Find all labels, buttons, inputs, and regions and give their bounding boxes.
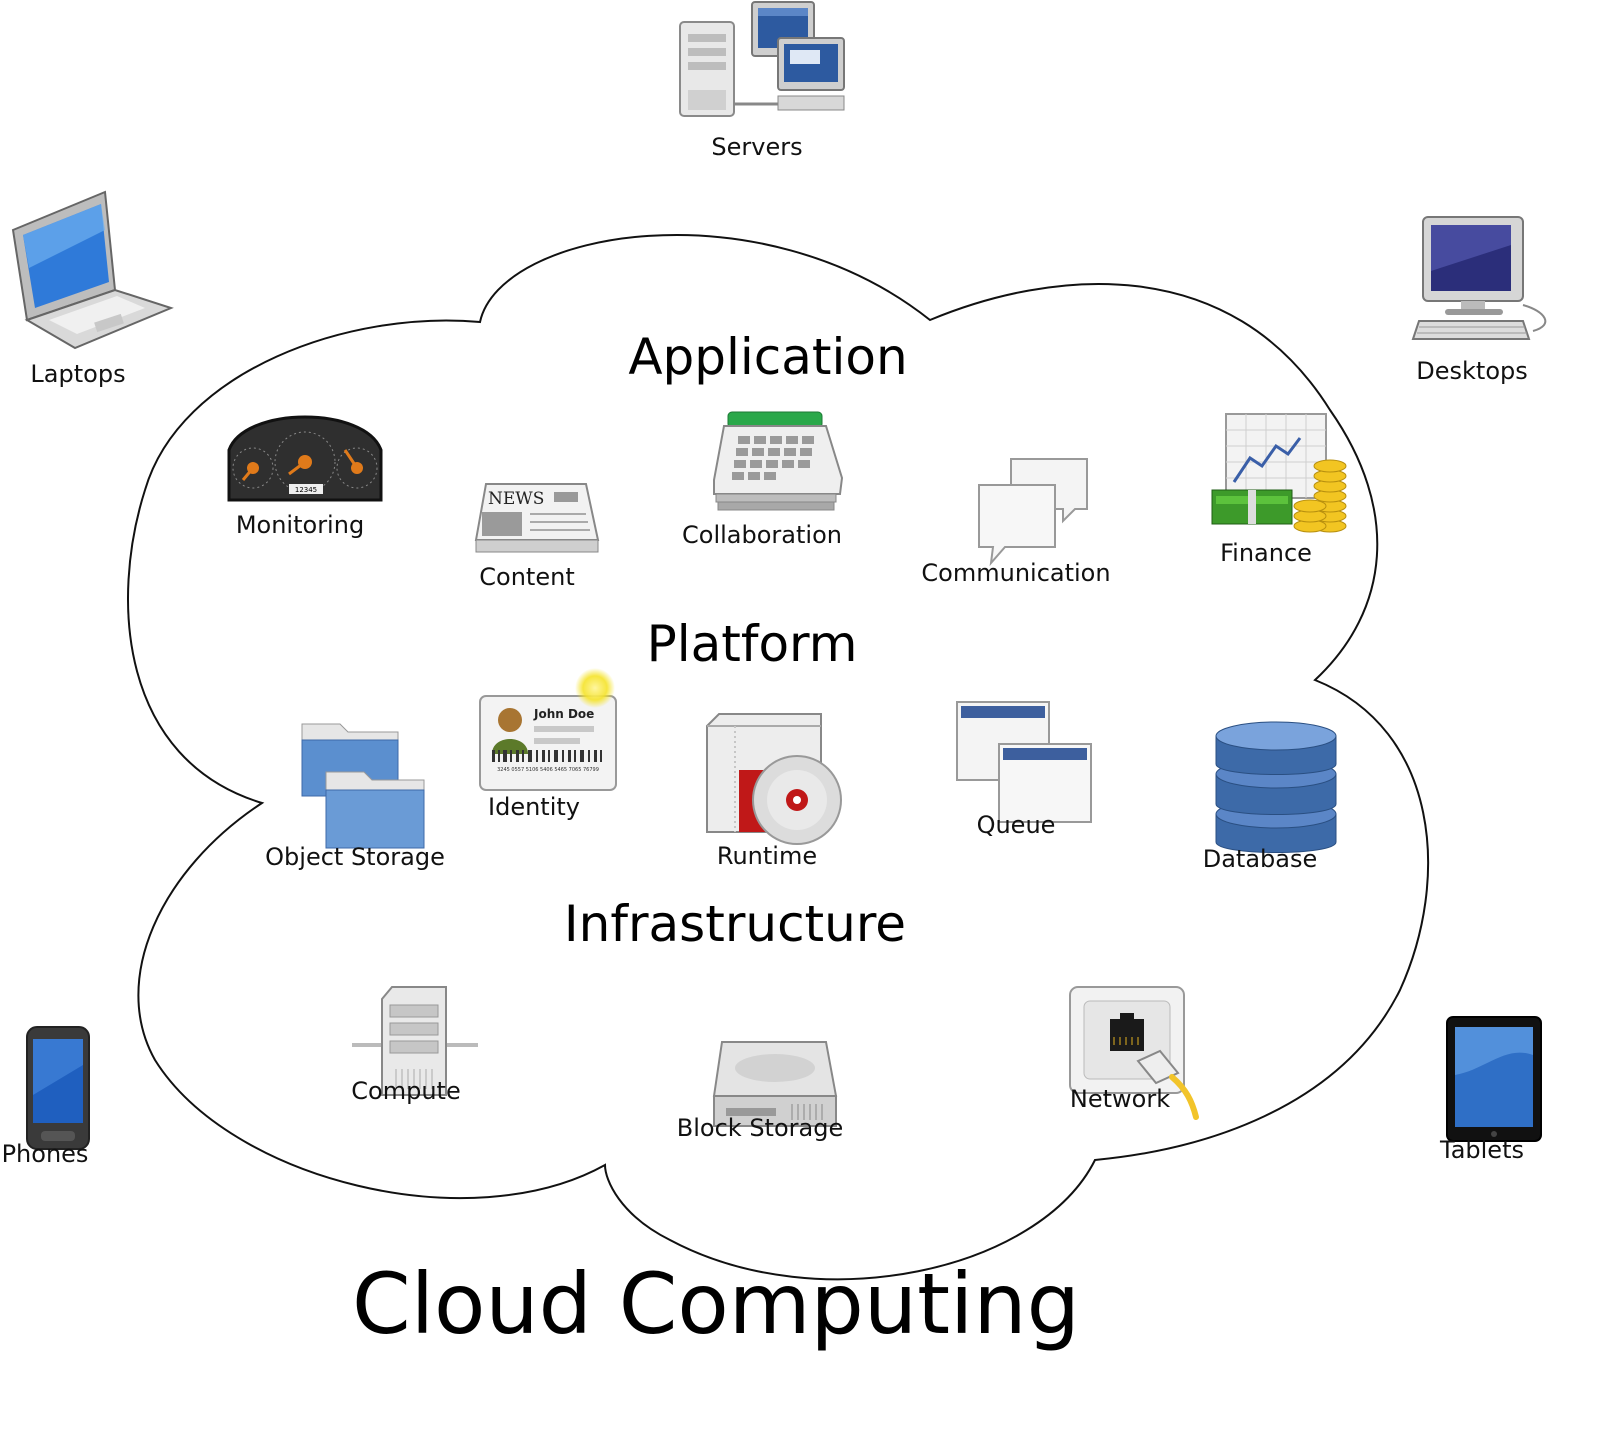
calendar-icon xyxy=(713,411,844,511)
identity-label: Identity xyxy=(488,793,580,821)
laptops-node xyxy=(5,190,175,350)
queue-node xyxy=(955,700,1095,825)
id-card-name-text: John Doe xyxy=(533,707,594,721)
monitoring-node: 12345 xyxy=(225,410,385,506)
content-node: NEWS xyxy=(474,480,604,560)
tablets-node xyxy=(1445,1015,1545,1145)
servers-node xyxy=(678,0,848,120)
hard-drive-icon xyxy=(712,1041,838,1127)
phones-node xyxy=(25,1025,95,1155)
server-network-icon xyxy=(679,1,845,117)
folders-icon xyxy=(301,723,425,849)
laptop-icon xyxy=(11,190,174,350)
news-masthead-text: NEWS xyxy=(488,489,544,509)
network-node xyxy=(1068,985,1208,1125)
id-card-icon: John Doe 3245 0557 5106 5406 5465 7065 7… xyxy=(479,668,617,791)
laptops-label: Laptops xyxy=(30,360,126,388)
newspaper-icon: NEWS xyxy=(474,483,600,553)
money-chart-icon xyxy=(1211,413,1347,533)
finance-label: Finance xyxy=(1220,539,1312,567)
chat-bubbles-icon xyxy=(978,458,1088,567)
diagram-title: Cloud Computing xyxy=(352,1255,1080,1353)
compute-label: Compute xyxy=(351,1077,461,1105)
infrastructure-layer-heading: Infrastructure xyxy=(563,895,907,953)
collaboration-label: Collaboration xyxy=(682,521,842,549)
tablets-label: Tablets xyxy=(1440,1136,1524,1164)
servers-label: Servers xyxy=(711,133,803,161)
desktop-computer-icon xyxy=(1411,216,1547,340)
dashboard-gauge-icon: 12345 xyxy=(227,415,383,502)
odometer-text: 12345 xyxy=(295,486,317,494)
block-storage-label: Block Storage xyxy=(676,1114,844,1142)
queue-label: Queue xyxy=(976,811,1056,839)
object-storage-label: Object Storage xyxy=(265,843,445,871)
id-card-number-text: 3245 0557 5106 5406 5465 7065 76799 xyxy=(497,767,599,773)
block-storage-node xyxy=(712,1038,842,1138)
database-node xyxy=(1212,720,1342,853)
server-tower-icon xyxy=(352,986,478,1096)
database-icon xyxy=(1215,721,1337,853)
finance-node xyxy=(1210,410,1350,540)
runtime-node xyxy=(705,712,855,852)
runtime-label: Runtime xyxy=(716,842,818,870)
communication-label: Communication xyxy=(921,559,1111,587)
object-storage-node xyxy=(300,720,430,850)
desktops-node xyxy=(1411,215,1555,355)
collaboration-node xyxy=(713,410,844,520)
network-jack-icon xyxy=(1069,986,1199,1120)
tablet-icon xyxy=(1446,1016,1542,1142)
database-label: Database xyxy=(1202,845,1318,873)
smartphone-icon xyxy=(26,1026,90,1150)
platform-layer-heading: Platform xyxy=(646,615,858,673)
software-package-icon xyxy=(706,713,842,845)
network-label: Network xyxy=(1069,1085,1171,1113)
identity-node: John Doe 3245 0557 5106 5406 5465 7065 7… xyxy=(478,668,628,791)
desktops-label: Desktops xyxy=(1416,357,1528,385)
phones-label: Phones xyxy=(1,1140,89,1168)
application-layer-heading: Application xyxy=(628,328,908,386)
communication-node xyxy=(975,455,1095,567)
content-label: Content xyxy=(479,563,575,591)
windows-icon xyxy=(956,701,1092,823)
highlight-glow-icon xyxy=(575,668,615,708)
compute-node xyxy=(350,985,480,1100)
monitoring-label: Monitoring xyxy=(235,511,365,539)
